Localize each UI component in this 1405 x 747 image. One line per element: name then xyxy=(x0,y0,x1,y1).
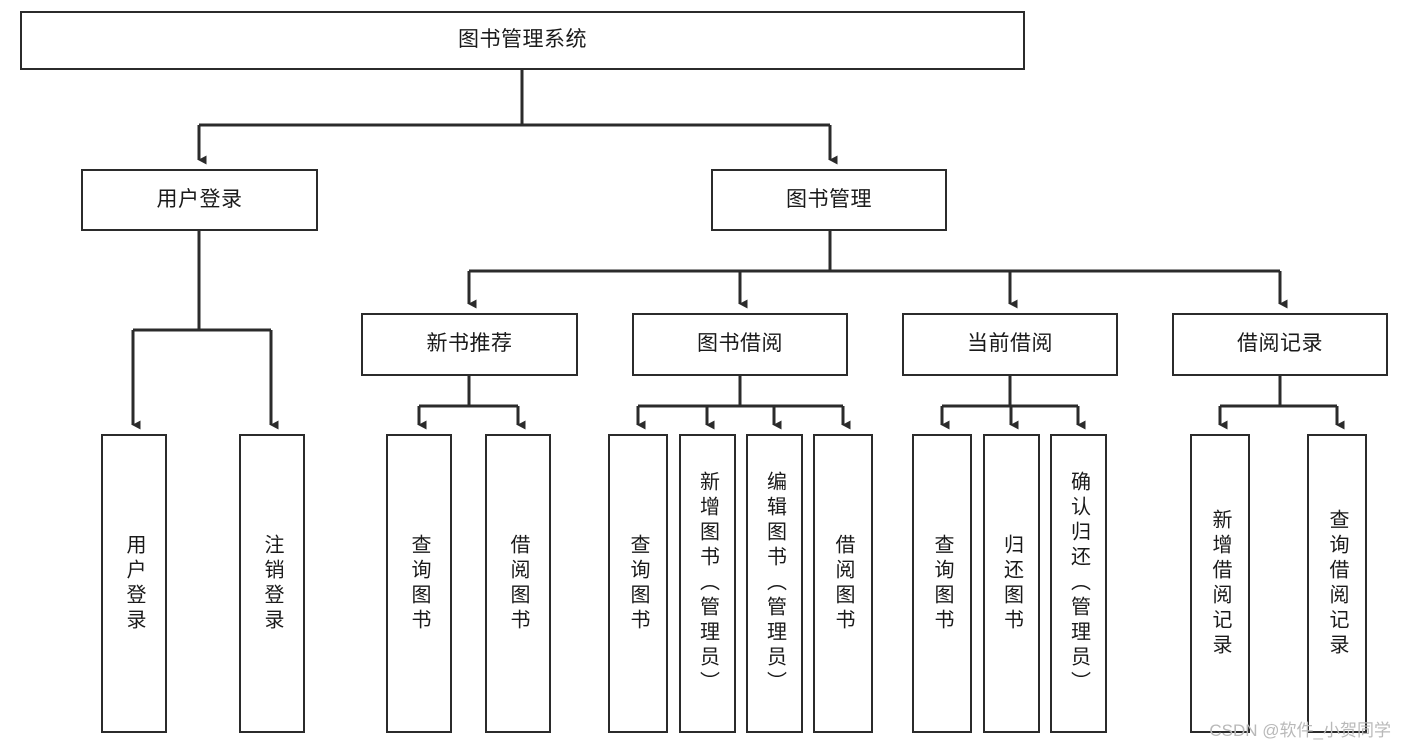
node-current-borrow[interactable]: 当前借阅 xyxy=(902,313,1118,376)
watermark-text: CSDN @软件_小贺同学 xyxy=(1209,721,1391,740)
node-leaf-query-borrow-record[interactable]: 查询借阅记录 xyxy=(1307,434,1367,733)
node-leaf-borrow-book-nbr-label: 借阅图书 xyxy=(507,533,529,634)
node-leaf-add-book-admin-label: 新增图书（管理员） xyxy=(696,471,719,696)
node-book-borrow-label: 图书借阅 xyxy=(697,332,783,356)
node-leaf-edit-book-admin-label: 编辑图书（管理员） xyxy=(763,471,786,696)
node-leaf-user-login-label: 用户登录 xyxy=(123,533,145,634)
node-user-login[interactable]: 用户登录 xyxy=(81,169,318,231)
node-leaf-edit-book-admin[interactable]: 编辑图书（管理员） xyxy=(746,434,803,733)
node-borrow-records-label: 借阅记录 xyxy=(1237,332,1323,356)
node-leaf-confirm-return-admin[interactable]: 确认归还（管理员） xyxy=(1050,434,1107,733)
node-leaf-add-borrow-record-label: 新增借阅记录 xyxy=(1209,508,1231,659)
node-leaf-borrow-book-nbr[interactable]: 借阅图书 xyxy=(485,434,551,733)
node-user-login-label: 用户登录 xyxy=(156,187,243,211)
node-leaf-user-login[interactable]: 用户登录 xyxy=(101,434,167,733)
edge-group-user-login xyxy=(131,231,279,430)
node-leaf-user-logout-label: 注销登录 xyxy=(261,533,283,634)
edge-group-book-management xyxy=(467,231,1288,309)
node-new-book-recommend[interactable]: 新书推荐 xyxy=(361,313,578,376)
node-new-book-recommend-label: 新书推荐 xyxy=(426,332,513,356)
node-book-management[interactable]: 图书管理 xyxy=(711,169,947,231)
node-leaf-confirm-return-admin-label: 确认归还（管理员） xyxy=(1067,471,1090,696)
edge-group-root xyxy=(197,70,838,165)
edge-group-borrow-records xyxy=(1218,376,1345,430)
node-book-management-label: 图书管理 xyxy=(786,187,872,211)
node-leaf-query-borrow-record-label: 查询借阅记录 xyxy=(1326,508,1348,659)
node-leaf-query-book-bb[interactable]: 查询图书 xyxy=(608,434,668,733)
node-leaf-borrow-book-bb[interactable]: 借阅图书 xyxy=(813,434,873,733)
edge-group-book-borrow xyxy=(636,376,851,430)
edge-group-new-book-recommend xyxy=(417,376,526,430)
node-leaf-return-book-label: 归还图书 xyxy=(1000,533,1023,634)
node-root-label: 图书管理系统 xyxy=(458,28,587,52)
node-leaf-add-book-admin[interactable]: 新增图书（管理员） xyxy=(679,434,736,733)
node-leaf-borrow-book-bb-label: 借阅图书 xyxy=(832,533,854,634)
node-leaf-add-borrow-record[interactable]: 新增借阅记录 xyxy=(1190,434,1250,733)
node-leaf-query-book-cb[interactable]: 查询图书 xyxy=(912,434,972,733)
node-borrow-records[interactable]: 借阅记录 xyxy=(1172,313,1388,376)
node-leaf-query-book-cb-label: 查询图书 xyxy=(931,533,953,634)
node-leaf-query-book-nbr-label: 查询图书 xyxy=(408,533,430,634)
node-leaf-user-logout[interactable]: 注销登录 xyxy=(239,434,305,733)
node-leaf-query-book-nbr[interactable]: 查询图书 xyxy=(386,434,452,733)
node-leaf-query-book-bb-label: 查询图书 xyxy=(627,533,649,634)
node-leaf-return-book[interactable]: 归还图书 xyxy=(983,434,1040,733)
node-current-borrow-label: 当前借阅 xyxy=(967,332,1053,356)
node-root[interactable]: 图书管理系统 xyxy=(20,11,1025,70)
node-book-borrow[interactable]: 图书借阅 xyxy=(632,313,848,376)
edge-group-current-borrow xyxy=(940,376,1086,430)
